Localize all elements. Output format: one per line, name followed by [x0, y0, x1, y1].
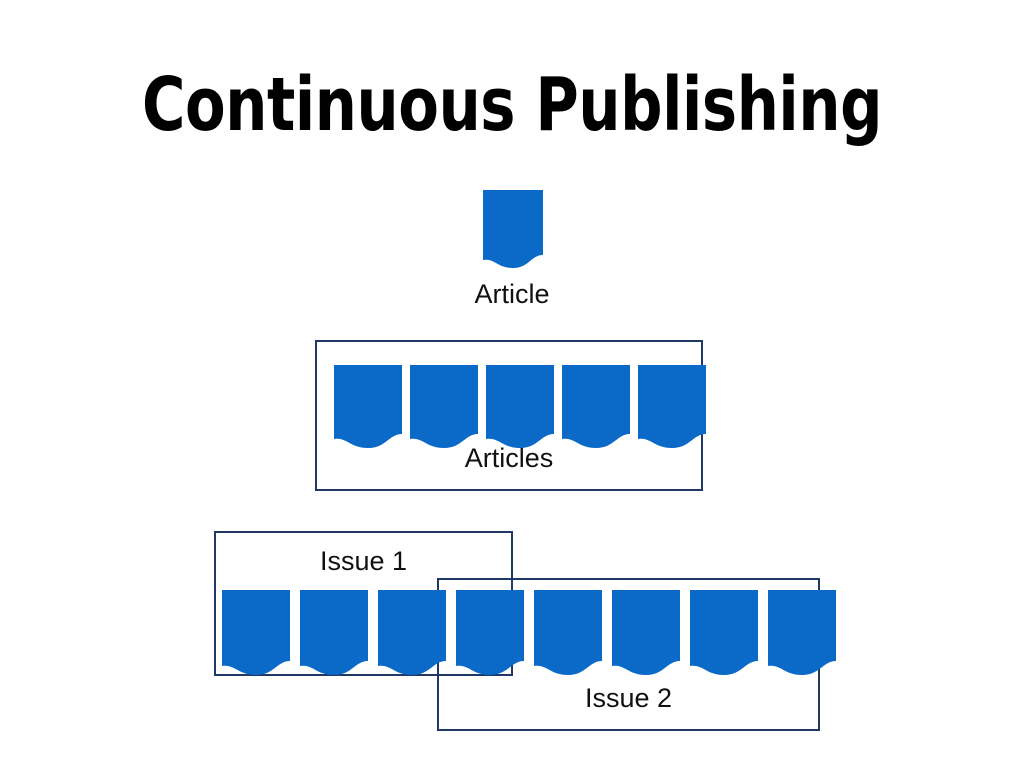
article-page-icon: [562, 365, 630, 448]
article-page-icon: [768, 590, 836, 675]
issue-1-group-label: Issue 1: [319, 546, 408, 576]
article-page-icon: [222, 590, 290, 675]
articles-group-label: Articles: [464, 443, 554, 473]
article-page-icon: [456, 590, 524, 675]
article-page-icon: [690, 590, 758, 675]
article-page-icon: [483, 190, 543, 268]
article-page-icon: [300, 590, 368, 675]
article-page-icon: [534, 590, 602, 675]
issue-2-group-label: Issue 2: [584, 683, 673, 713]
article-page-icon: [410, 365, 478, 448]
article-level-label: Article: [474, 279, 550, 309]
page-title: Continuous Publishing: [141, 62, 883, 148]
articles-icon-row: [334, 365, 706, 448]
article-page-icon: [378, 590, 446, 675]
issues-icon-row: [222, 590, 836, 675]
article-page-icon: [486, 365, 554, 448]
article-page-icon: [612, 590, 680, 675]
article-page-icon: [334, 365, 402, 448]
article-page-icon: [638, 365, 706, 448]
